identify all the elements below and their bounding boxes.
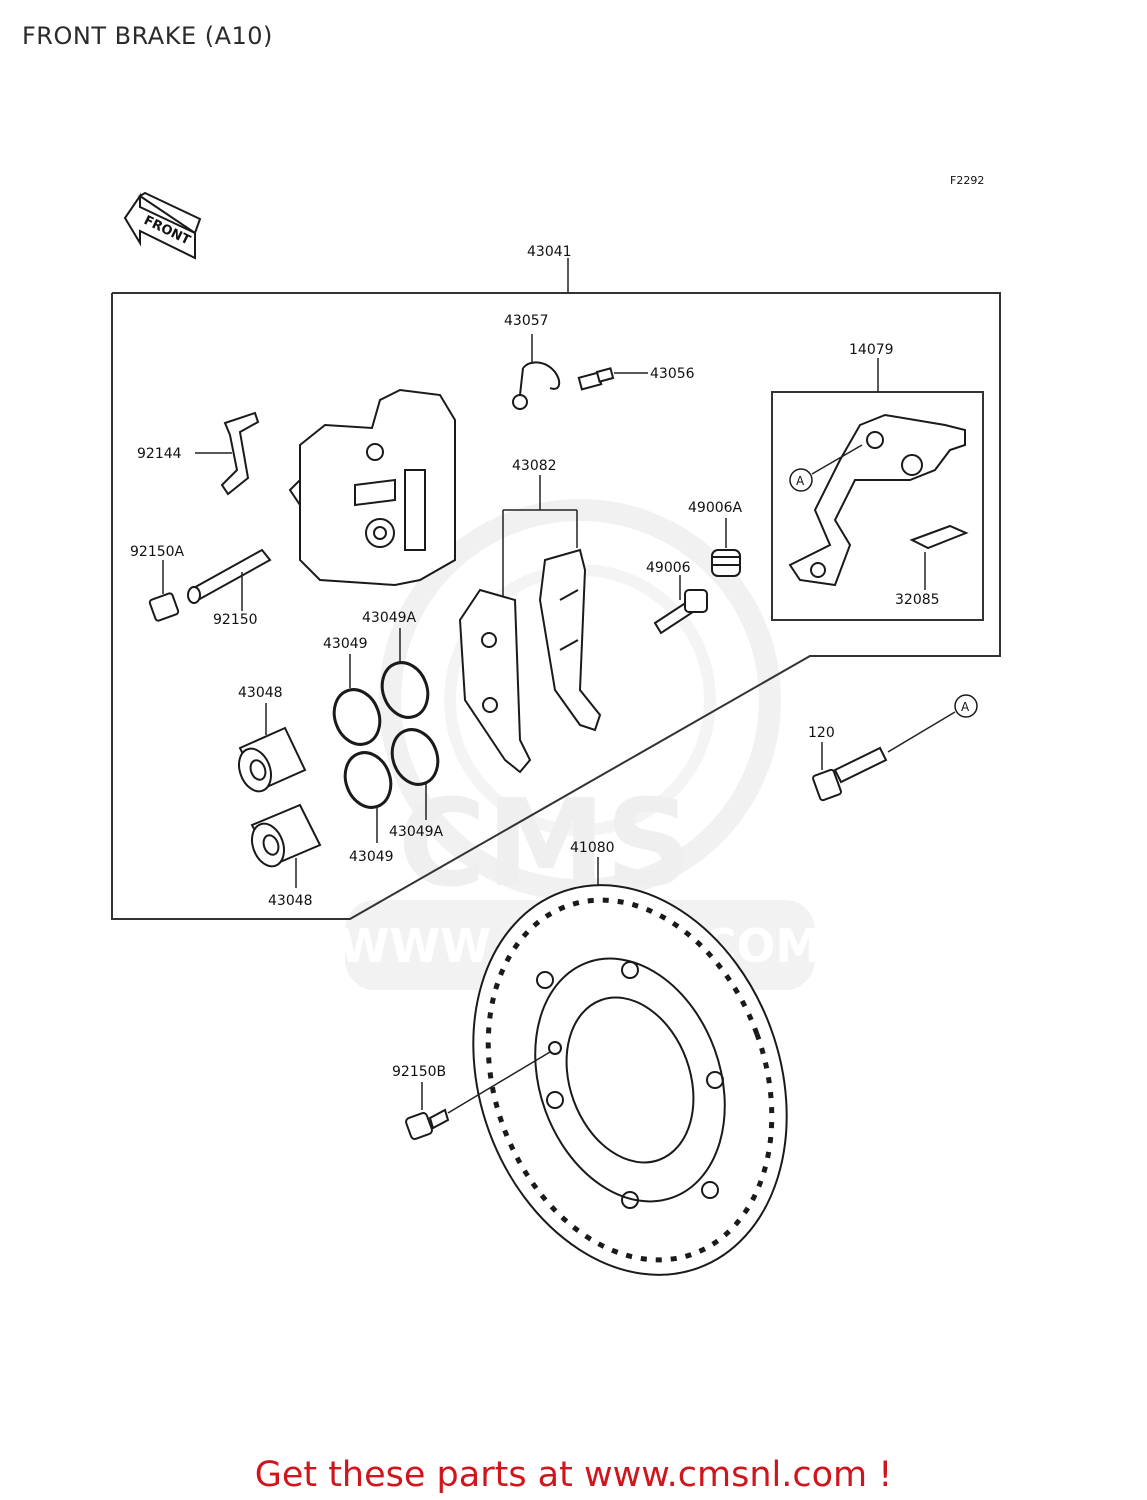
label-43049A-top: 43049A [362, 610, 417, 626]
label-92150B: 92150B [392, 1064, 446, 1080]
pad-pin-icon [187, 548, 272, 604]
label-14079: 14079 [849, 342, 894, 358]
disc-bolt-icon [405, 1108, 450, 1140]
seal-icon-bottom [343, 751, 393, 809]
label-43049A-bottom: 43049A [389, 824, 444, 840]
label-43048-bottom: 43048 [268, 893, 313, 909]
label-43056: 43056 [650, 366, 695, 382]
plug-icon [148, 592, 180, 622]
seal-icon-top [332, 688, 382, 746]
ref-marker-icon-bolt: A [954, 694, 978, 718]
bleed-valve-icon [577, 367, 615, 391]
label-43048-top: 43048 [238, 685, 283, 701]
label-49006A: 49006A [688, 500, 743, 516]
hose-icon [512, 361, 561, 410]
label-43041: 43041 [527, 244, 572, 260]
page-title: FRONT BRAKE (A10) [22, 22, 273, 50]
bolt-icon [812, 746, 888, 802]
label-49006: 49006 [646, 560, 691, 576]
ref-marker-label-bolt: A [961, 700, 970, 714]
boot-icon [711, 549, 741, 577]
guide-pin-icon [653, 589, 708, 635]
assembly-outline [111, 292, 1001, 920]
caliper-body-icon [288, 388, 456, 587]
seal-icon-a-bottom [390, 728, 440, 786]
ref-marker-icon-bracket: A [789, 468, 813, 492]
piston-icon-top [238, 726, 307, 793]
label-43082: 43082 [512, 458, 557, 474]
cta-link[interactable]: Get these parts at www.cmsnl.com ! [254, 1455, 893, 1495]
watermark-brand: CMS [398, 775, 692, 914]
label-43049-top: 43049 [323, 636, 368, 652]
label-120: 120 [808, 725, 835, 741]
label-43057: 43057 [504, 313, 549, 329]
piston-icon-bottom [250, 803, 322, 868]
label-92144: 92144 [137, 446, 182, 462]
pad-spring-icon [220, 411, 260, 496]
label-92150A: 92150A [130, 544, 185, 560]
bracket-icon [788, 413, 966, 587]
front-arrow-icon: FRONT [123, 191, 202, 260]
label-32085: 32085 [895, 592, 940, 608]
brake-disc-icon [472, 884, 788, 1276]
label-41080: 41080 [570, 840, 615, 856]
ref-marker-label-bracket: A [796, 474, 805, 488]
spring-clip-icon [909, 524, 969, 550]
label-43049-bottom: 43049 [349, 849, 394, 865]
seal-icon-a-top [380, 661, 430, 719]
label-92150: 92150 [213, 612, 258, 628]
brake-pads-icon [458, 548, 602, 774]
figure-code: F2292 [950, 174, 984, 187]
